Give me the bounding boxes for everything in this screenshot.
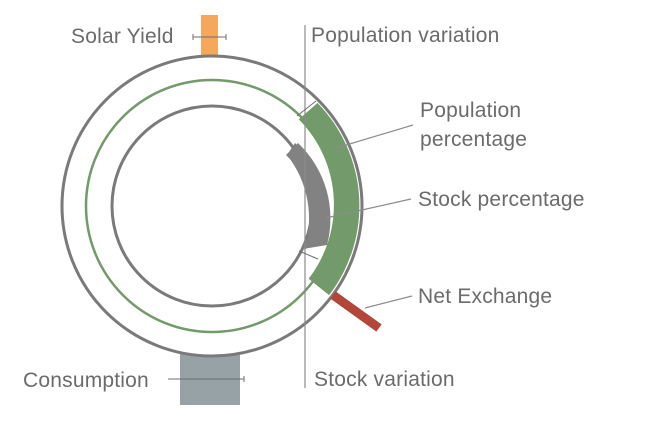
population-variation-marker <box>296 100 317 117</box>
stock-percentage-leader <box>325 198 412 219</box>
stock-variation-marker <box>298 250 319 260</box>
population-percentage-segment <box>298 103 360 296</box>
solar-yield-label: Solar Yield <box>71 25 174 48</box>
population-percentage-label-line1: Population <box>420 99 521 122</box>
solar-yield-bar <box>201 15 218 57</box>
consumption-label: Consumption <box>23 369 149 392</box>
stock-percentage-label: Stock percentage <box>418 188 585 211</box>
population-percentage-label-line2: percentage <box>420 128 527 151</box>
stock-variation-label: Stock variation <box>314 368 455 391</box>
net-exchange-label: Net Exchange <box>418 285 552 308</box>
population-variation-label: Population variation <box>311 24 499 47</box>
population-percentage-leader <box>332 124 414 150</box>
net-exchange-bar <box>330 291 382 332</box>
outer-ring <box>60 54 364 358</box>
net-exchange-leader <box>364 295 413 309</box>
